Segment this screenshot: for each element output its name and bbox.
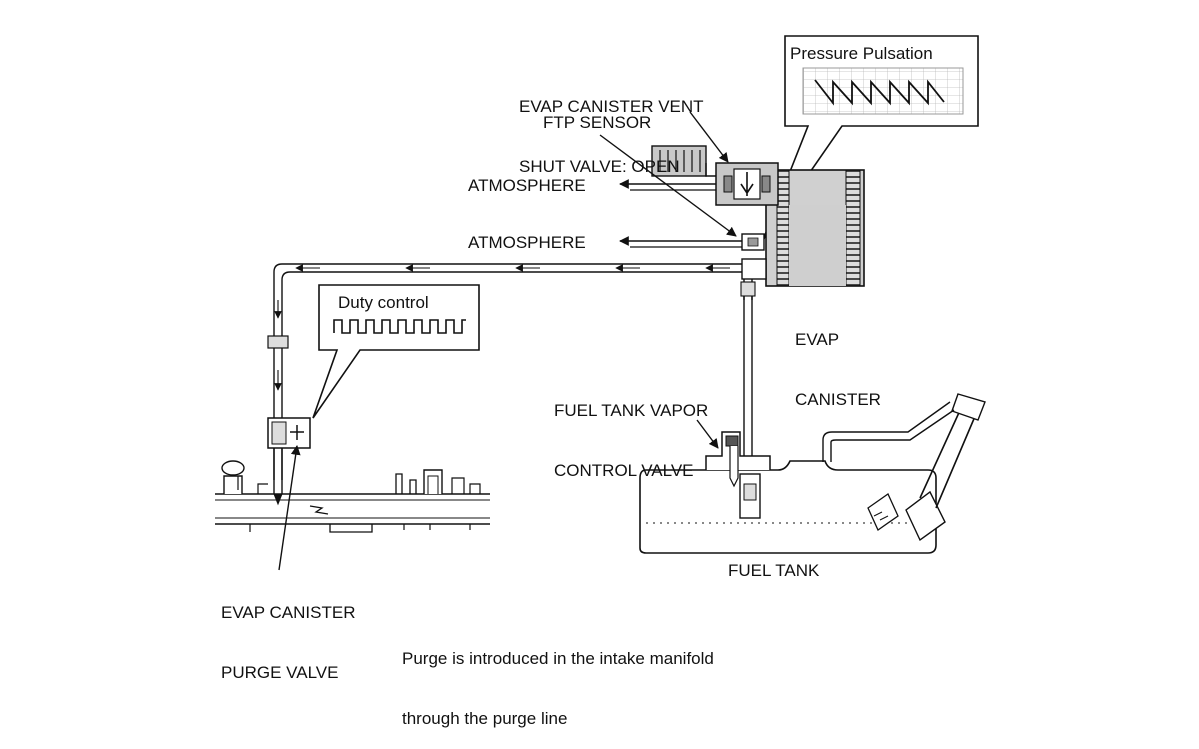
diagram-caption: Purge is introduced in the intake manifo…: [402, 609, 714, 749]
atmosphere-vent-line-mid: [619, 236, 742, 248]
ftp-sensor: [741, 233, 765, 251]
purge-valve-label: EVAP CANISTER PURGE VALVE: [221, 563, 355, 703]
purge-valve-leader: [278, 445, 301, 571]
vapor-valve-leader: [696, 419, 719, 449]
vapor-valve-label: FUEL TANK VAPOR CONTROL VALVE: [554, 361, 708, 501]
evap-system-diagram: Pressure Pulsation Duty control EVAP CAN…: [215, 35, 986, 728]
pressure-pulsation-title: Pressure Pulsation: [790, 44, 933, 63]
fuel-tank: [639, 393, 986, 554]
duty-control-callout: [312, 284, 480, 419]
evap-canister-label-line-2: CANISTER: [795, 390, 881, 409]
atmosphere-label-mid: ATMOSPHERE: [468, 233, 586, 252]
vent-valve-solenoid: [651, 145, 707, 177]
vent-valve-label-line-2: SHUT VALVE: OPEN: [519, 157, 680, 176]
atmosphere-label-top: ATMOSPHERE: [468, 176, 586, 195]
duty-control-title: Duty control: [338, 293, 429, 312]
pressure-pulsation-callout: [762, 35, 979, 241]
fuel-filler-neck: [905, 490, 946, 542]
vent-shut-valve: [651, 145, 779, 206]
vent-valve-label: EVAP CANISTER VENT SHUT VALVE: OPEN: [519, 57, 704, 197]
caption-line-1: Purge is introduced in the intake manifo…: [402, 649, 714, 668]
fuel-tank-label: FUEL TANK: [728, 561, 820, 580]
vapor-control-valve: [705, 430, 771, 519]
vapor-valve-label-line-1: FUEL TANK VAPOR: [554, 401, 709, 420]
tank-vapor-line: [740, 279, 756, 430]
duty-waveform: [333, 319, 466, 334]
purge-valve: [267, 417, 311, 506]
pulsation-waveform: [814, 79, 945, 106]
purge-valve-label-line-1: EVAP CANISTER: [221, 603, 356, 622]
evap-canister-label: EVAP CANISTER: [795, 290, 881, 430]
evap-canister-label-line-1: EVAP: [795, 330, 840, 349]
purge-valve-label-line-2: PURGE VALVE: [221, 663, 339, 682]
vent-valve-label-line-1: EVAP CANISTER VENT: [519, 97, 704, 116]
ftp-sensor-label: FTP SENSOR: [543, 113, 652, 132]
pulsation-graph: [802, 67, 964, 115]
fuel-cap: [951, 393, 986, 421]
diagram-canvas: [215, 35, 986, 571]
vent-valve-leader: [689, 111, 729, 163]
vapor-valve-label-line-2: CONTROL VALVE: [554, 461, 694, 480]
purge-line: [267, 258, 767, 480]
caption-line-2: through the purge line: [402, 709, 568, 728]
evap-canister: [765, 169, 865, 287]
intake-manifold: [215, 460, 490, 533]
ftp-sensor-leader: [599, 134, 737, 237]
